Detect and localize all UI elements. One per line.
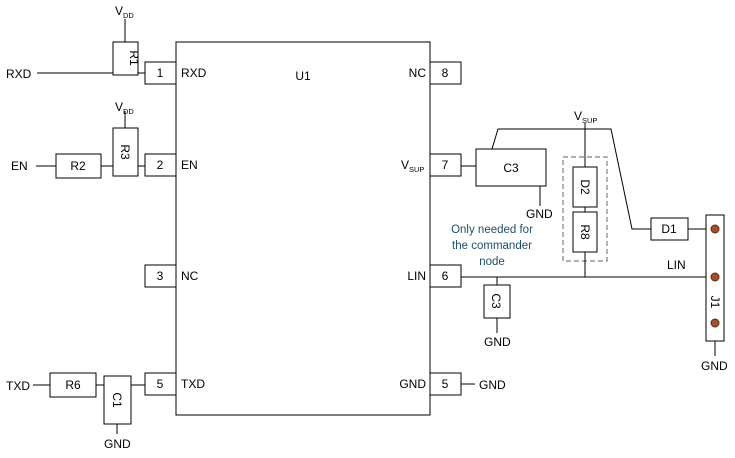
- r3-resistor: [112, 127, 139, 177]
- c1-capacitor: [103, 375, 132, 425]
- pin-1-number: 1: [157, 66, 164, 80]
- pin-7-label-main: V: [401, 158, 409, 172]
- pin-7-label-sub: SUP: [409, 165, 424, 174]
- vsup-label-sub: SUP: [582, 116, 597, 125]
- note-line-3: node: [479, 256, 505, 268]
- pin-3-number: 3: [157, 269, 164, 283]
- vdd-1-main: V: [115, 4, 123, 18]
- d2-label: D2: [578, 179, 592, 195]
- gnd-pin-net-label: GND: [479, 378, 506, 392]
- pin-7-number: 7: [442, 158, 449, 172]
- pin-8-label: NC: [409, 66, 427, 80]
- pin-gnd-number: 5: [442, 377, 449, 391]
- r6-label: R6: [65, 378, 81, 392]
- c1-gnd-label: GND: [104, 437, 131, 451]
- c3-top-gnd-label: GND: [526, 207, 553, 221]
- lin-net-label: LIN: [667, 258, 686, 272]
- u1-label: U1: [295, 69, 311, 83]
- pin-6-number: 6: [442, 269, 449, 283]
- note-line-1: Only needed for: [451, 224, 533, 236]
- net-rxd-label: RXD: [6, 67, 32, 81]
- net-txd-label: TXD: [6, 379, 30, 393]
- r2-resistor: [55, 153, 102, 179]
- c3-lin-gnd-label: GND: [484, 335, 511, 349]
- c3-lin-label: C3: [489, 293, 503, 309]
- pin-3-label: NC: [181, 269, 199, 283]
- pin-2-label: EN: [181, 158, 198, 172]
- pin-2-box: [144, 153, 177, 177]
- u1-body: [175, 41, 431, 416]
- pin-6-box: [429, 264, 462, 288]
- c3-top-label: C3: [503, 161, 519, 175]
- pin-1-label: RXD: [181, 66, 207, 80]
- r6-resistor: [49, 372, 97, 398]
- pin-txd-box: [144, 372, 177, 396]
- j1-pin-2-dot: [710, 272, 720, 282]
- j1-pin-3-dot: [710, 318, 720, 328]
- pin-3-box: [144, 264, 177, 288]
- vdd-2-sub: DD: [123, 107, 134, 116]
- d2-diode: [572, 166, 598, 208]
- vdd-2-main: V: [115, 100, 123, 114]
- pin-gnd-label: GND: [399, 377, 426, 391]
- j1-pin-1-dot: [710, 224, 720, 234]
- r2-label: R2: [70, 159, 86, 173]
- j1-gnd-label: GND: [701, 359, 728, 373]
- pin-txd-label: TXD: [181, 377, 205, 391]
- vsup-label-main: V: [574, 109, 582, 123]
- c3-lin-capacitor: [483, 284, 511, 319]
- pin-7-box: [429, 153, 462, 177]
- net-en-label: EN: [11, 159, 28, 173]
- r1-label: R1: [127, 50, 141, 66]
- r3-label: R3: [118, 144, 132, 160]
- r8-label: R8: [578, 224, 592, 240]
- vsup-d1-wire: [491, 128, 651, 230]
- r1-resistor: [112, 41, 139, 76]
- j1-label: J1: [708, 296, 722, 309]
- note-line-2: the commander: [452, 240, 532, 252]
- vdd-1-sub: DD: [123, 11, 134, 20]
- pin-8-number: 8: [442, 66, 449, 80]
- c3-top-capacitor: [475, 148, 547, 187]
- c1-label: C1: [110, 392, 124, 408]
- pin-txd-number: 5: [157, 377, 164, 391]
- pin-6-label: LIN: [407, 269, 426, 283]
- d1-label: D1: [661, 222, 677, 236]
- pin-2-number: 2: [157, 158, 164, 172]
- pin-8-box: [429, 61, 462, 85]
